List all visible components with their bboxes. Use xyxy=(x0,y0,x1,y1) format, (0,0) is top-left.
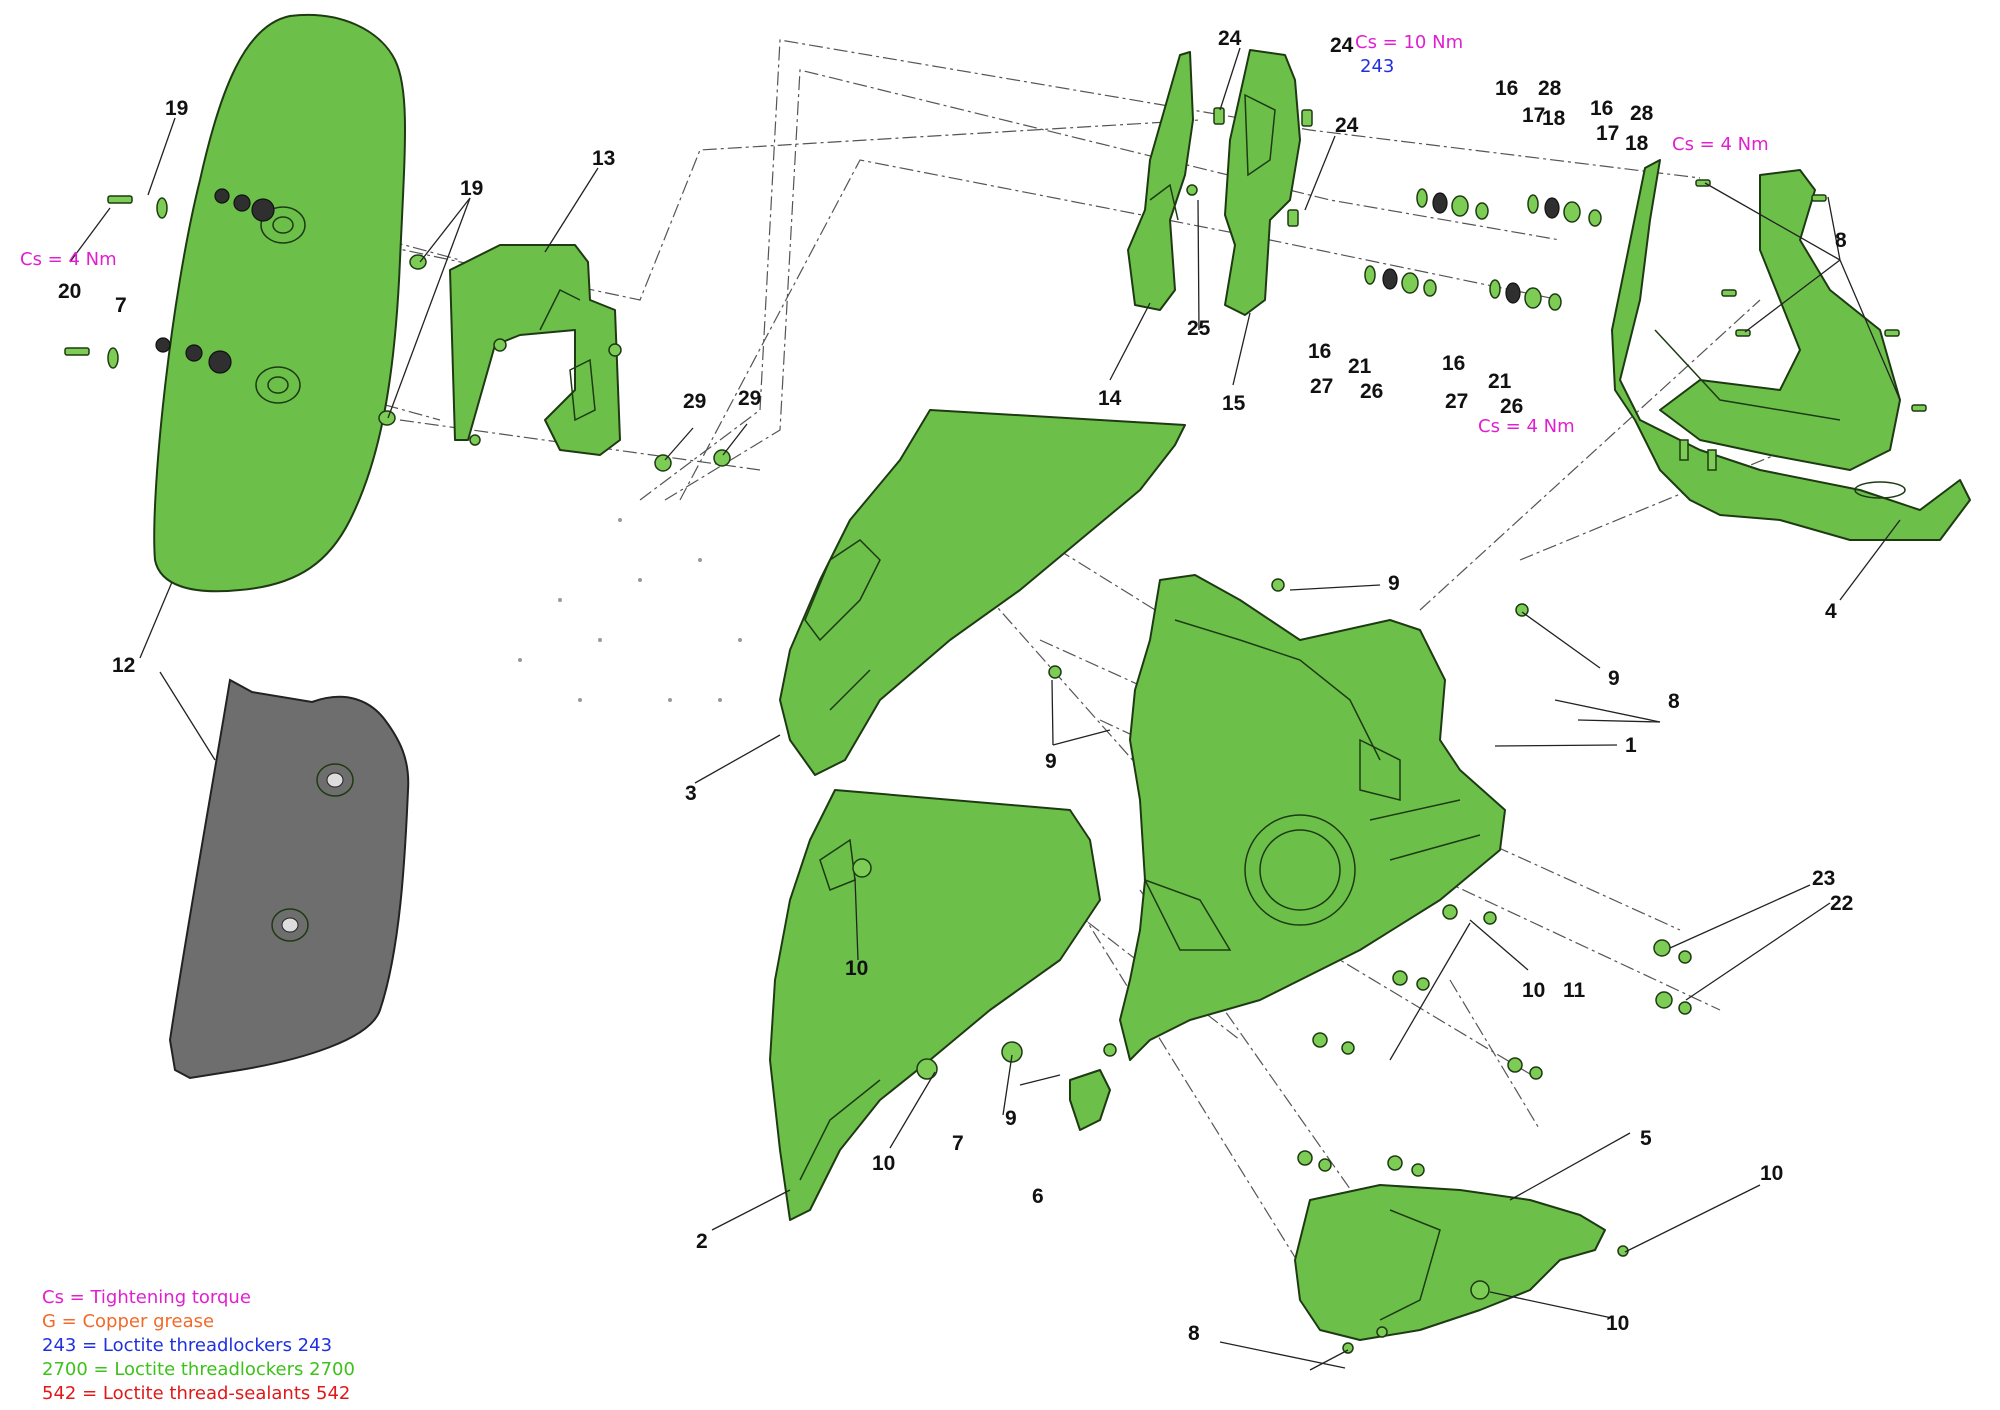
callout-4: 4 xyxy=(1825,600,1837,623)
callout-24: 24 xyxy=(1330,34,1354,57)
callout-9: 9 xyxy=(1045,750,1057,773)
callout-10: 10 xyxy=(1606,1312,1629,1335)
callout-21: 21 xyxy=(1348,355,1372,378)
callout-9: 9 xyxy=(1608,667,1620,690)
side-bracket-left xyxy=(1127,51,1194,311)
callout-11: 11 xyxy=(1563,979,1586,1002)
callout-18: 18 xyxy=(1542,107,1566,130)
small-mount-bracket xyxy=(1069,1069,1111,1131)
fairing-hardware xyxy=(852,578,1692,1354)
callout-27: 27 xyxy=(1445,390,1468,413)
torque-notes: Cs = 10 Nm 243 Cs = 4 Nm Cs = 4 Nm Cs = … xyxy=(20,32,1769,437)
callout-5: 5 xyxy=(1640,1127,1652,1150)
callout-16: 16 xyxy=(1442,352,1465,375)
legend-item: 542 = Loctite thread-sealants 542 xyxy=(42,1383,350,1404)
instrument-support-frame xyxy=(1611,159,1971,541)
callout-2: 2 xyxy=(696,1230,708,1253)
bolt-stack-hardware xyxy=(1364,188,1602,311)
windshield-green xyxy=(153,14,406,593)
legend: Cs = Tightening torque G = Copper grease 2… xyxy=(42,1287,355,1404)
torque-note: Cs = 4 Nm xyxy=(20,249,117,270)
callout-19: 19 xyxy=(460,177,483,200)
callout-16: 16 xyxy=(1495,77,1518,100)
windshield-bracket xyxy=(449,244,622,456)
callout-14: 14 xyxy=(1098,387,1122,410)
callout-8: 8 xyxy=(1835,229,1847,252)
legend-item: 243 = Loctite threadlockers 243 xyxy=(42,1335,332,1356)
callout-16: 16 xyxy=(1590,97,1613,120)
upper-side-panel xyxy=(779,409,1186,776)
callout-12: 12 xyxy=(112,654,135,677)
legend-item: G = Copper grease xyxy=(42,1311,214,1332)
callout-10: 10 xyxy=(1522,979,1545,1002)
callout-26: 26 xyxy=(1360,380,1383,403)
callout-numbers: 19 20 7 19 13 12 29 29 14 15 25 24 24 24… xyxy=(58,27,1853,1345)
callout-20: 20 xyxy=(58,280,81,303)
callout-7: 7 xyxy=(952,1132,964,1155)
windshield-smoke xyxy=(168,678,410,1080)
callout-9: 9 xyxy=(1005,1107,1017,1130)
callout-18: 18 xyxy=(1625,132,1649,155)
callout-29: 29 xyxy=(738,387,761,410)
callout-29: 29 xyxy=(683,390,706,413)
callout-13: 13 xyxy=(592,147,615,170)
dotted-alignment-marks xyxy=(518,518,742,702)
callout-8: 8 xyxy=(1668,690,1680,713)
frame-screws xyxy=(1695,179,1927,412)
callout-15: 15 xyxy=(1222,392,1246,415)
legend-item: Cs = Tightening torque xyxy=(42,1287,251,1308)
callout-1: 1 xyxy=(1625,734,1637,757)
callout-7: 7 xyxy=(115,294,127,317)
callout-24: 24 xyxy=(1335,114,1359,137)
callout-28: 28 xyxy=(1538,77,1562,100)
torque-note: Cs = 4 Nm xyxy=(1478,416,1575,437)
callout-6: 6 xyxy=(1032,1185,1044,1208)
callout-8: 8 xyxy=(1188,1322,1200,1345)
callout-21: 21 xyxy=(1488,370,1512,393)
callout-10: 10 xyxy=(872,1152,895,1175)
callout-10: 10 xyxy=(845,957,868,980)
bracket-screws xyxy=(1186,107,1313,227)
windshield-mount-hole xyxy=(255,206,306,404)
torque-note: Cs = 10 Nm xyxy=(1355,32,1463,53)
callout-28: 28 xyxy=(1630,102,1654,125)
callout-19: 19 xyxy=(165,97,188,120)
lower-cover xyxy=(1294,1184,1606,1341)
callout-9: 9 xyxy=(1388,572,1400,595)
callout-17: 17 xyxy=(1596,122,1619,145)
callout-22: 22 xyxy=(1830,892,1853,915)
side-bracket-right xyxy=(1224,49,1301,316)
nut-29-b xyxy=(713,449,731,467)
nut-29-a xyxy=(654,454,672,472)
front-fairing xyxy=(1119,574,1506,1061)
callout-24: 24 xyxy=(1218,27,1242,50)
torque-note: Cs = 4 Nm xyxy=(1672,134,1769,155)
lower-side-panel xyxy=(769,789,1101,1221)
loctite-note: 243 xyxy=(1360,56,1394,77)
callout-23: 23 xyxy=(1812,867,1835,890)
callout-3: 3 xyxy=(685,782,697,805)
callout-17: 17 xyxy=(1522,104,1545,127)
callout-leaders xyxy=(69,47,1901,1371)
callout-16: 16 xyxy=(1308,340,1331,363)
legend-item: 2700 = Loctite threadlockers 2700 xyxy=(42,1359,355,1380)
callout-10: 10 xyxy=(1760,1162,1783,1185)
callout-26: 26 xyxy=(1500,395,1523,418)
callout-25: 25 xyxy=(1187,317,1211,340)
callout-27: 27 xyxy=(1310,375,1333,398)
